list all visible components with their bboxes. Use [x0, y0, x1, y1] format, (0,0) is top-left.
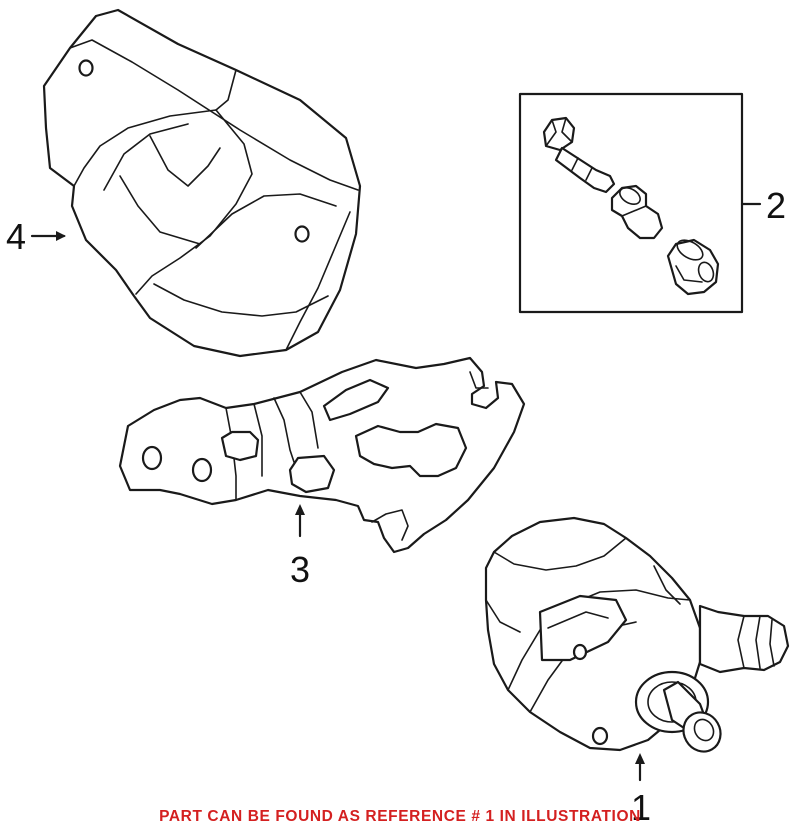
- part-1-coolant-pump: [484, 516, 790, 753]
- callout-1: 1: [631, 753, 651, 828]
- callout-4: 4: [6, 216, 66, 257]
- spacer: [610, 184, 664, 240]
- callout-4-label: 4: [6, 216, 26, 257]
- callout-2: 2: [766, 185, 786, 226]
- bolt: [542, 116, 616, 194]
- part-2-hardware-kit: [518, 92, 762, 314]
- callout-3-label: 3: [290, 549, 310, 590]
- part-4-housing-cover: [42, 8, 362, 358]
- callout-1-label: 1: [631, 787, 651, 828]
- callout-3: 3: [290, 504, 310, 590]
- grommet: [666, 238, 720, 296]
- part-3-mounting-bracket: [118, 356, 526, 554]
- callout-2-label: 2: [766, 185, 786, 226]
- reference-caption: PART CAN BE FOUND AS REFERENCE # 1 IN IL…: [159, 808, 641, 825]
